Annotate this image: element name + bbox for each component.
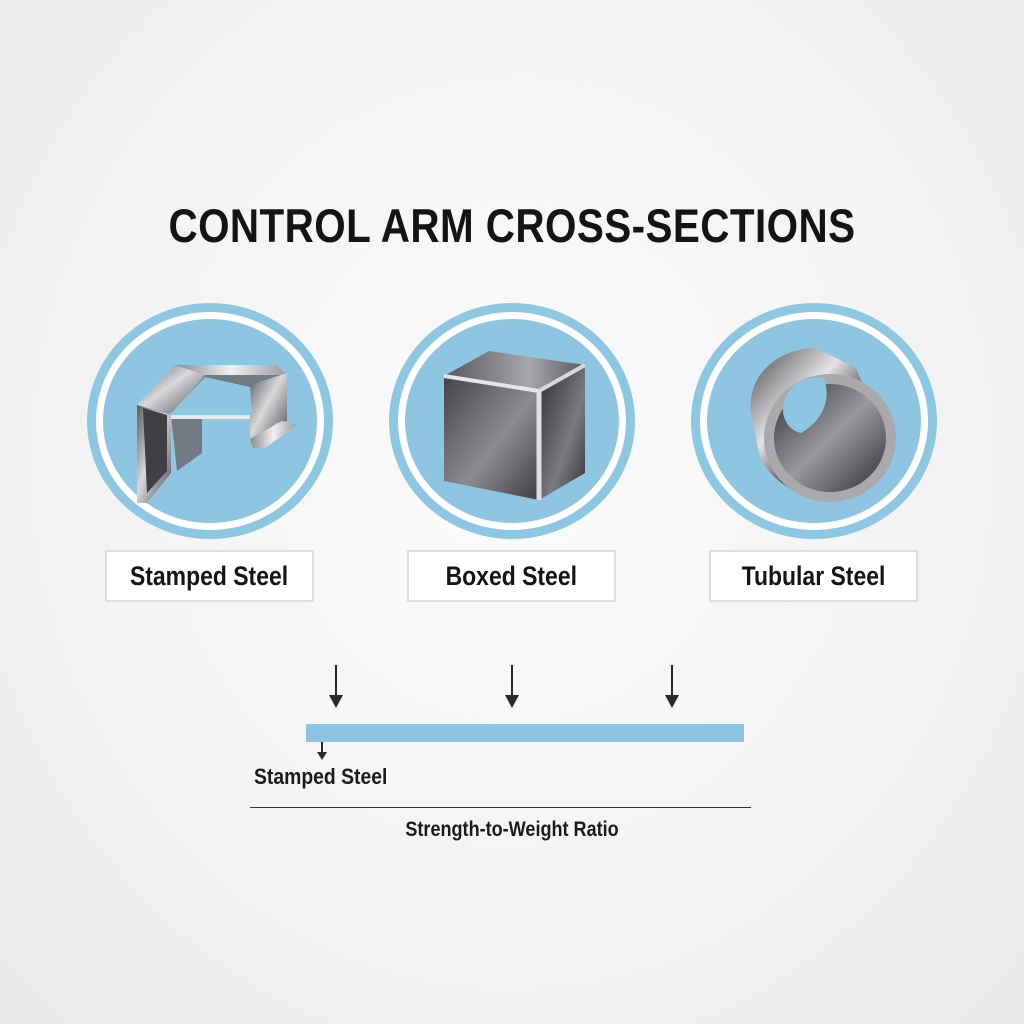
down-arrow-icon (329, 665, 343, 708)
stamped-steel-badge (87, 303, 333, 539)
box-section-icon (443, 351, 586, 500)
label-tubular-steel: Tubular Steel (709, 550, 918, 602)
down-arrow-icon (665, 665, 679, 708)
stamped-channel-icon (137, 365, 297, 503)
tube-section-icon (750, 348, 896, 502)
scale-marker-label: Stamped Steel (254, 764, 388, 789)
label-stamped-steel: Stamped Steel (105, 550, 314, 602)
strength-scale-bar (306, 724, 744, 742)
axis-title-text: Strength-to-Weight Ratio (405, 818, 619, 841)
tubular-steel-badge (691, 303, 937, 539)
boxed-steel-badge (389, 303, 635, 539)
axis-title: Strength-to-Weight Ratio (0, 818, 1024, 842)
label-text: Stamped Steel (130, 560, 289, 591)
axis-line (250, 807, 751, 808)
down-arrow-icon (505, 665, 519, 708)
marker-arrow-icon (317, 742, 327, 760)
label-boxed-steel: Boxed Steel (407, 550, 616, 602)
page-title: CONTROL ARM CROSS-SECTIONS (168, 199, 856, 252)
label-text: Boxed Steel (445, 560, 578, 591)
label-text: Tubular Steel (741, 560, 886, 591)
